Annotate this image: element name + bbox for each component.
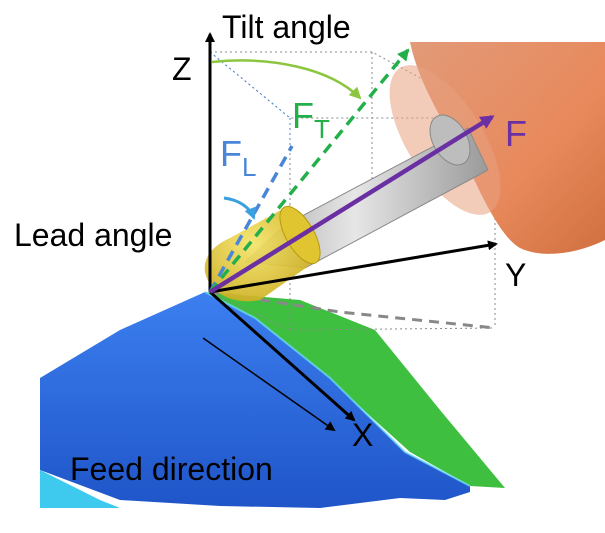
lead-angle-label: Lead angle: [14, 217, 172, 253]
force-lead-label: FL: [220, 133, 256, 182]
force-total-vector: [208, 115, 495, 294]
workpiece-surface: [40, 291, 505, 508]
y-axis-label: Y: [505, 257, 526, 293]
x-axis-line: [209, 290, 356, 422]
lead-angle-arc: [223, 196, 256, 220]
z-axis-label: Z: [172, 51, 192, 87]
tilt-angle-label: Tilt angle: [222, 9, 351, 45]
force-lead-main: F: [220, 133, 242, 174]
feed-direction-arrow: [202, 337, 336, 432]
y-axis-line: [209, 240, 498, 294]
axes: [205, 32, 498, 422]
force-tilt-label: FT: [292, 95, 330, 144]
lead-construction-box: [209, 51, 291, 145]
cyan-edge: [40, 470, 120, 508]
force-tilt-main: F: [292, 95, 314, 136]
force-lead-vector: [208, 145, 294, 293]
x-axis-label: X: [352, 417, 373, 453]
tilt-angle-arc: [211, 59, 362, 100]
blue-surface: [40, 292, 470, 508]
force-tilt-vector: [208, 48, 410, 294]
spindle-holder: [410, 42, 605, 254]
feed-direction-label: Feed direction: [70, 451, 273, 487]
force-tilt-sub: T: [314, 114, 330, 144]
force-total-label: F: [505, 113, 527, 154]
force-lead-sub: L: [242, 152, 256, 182]
surface-edge-highlight: [204, 291, 471, 487]
